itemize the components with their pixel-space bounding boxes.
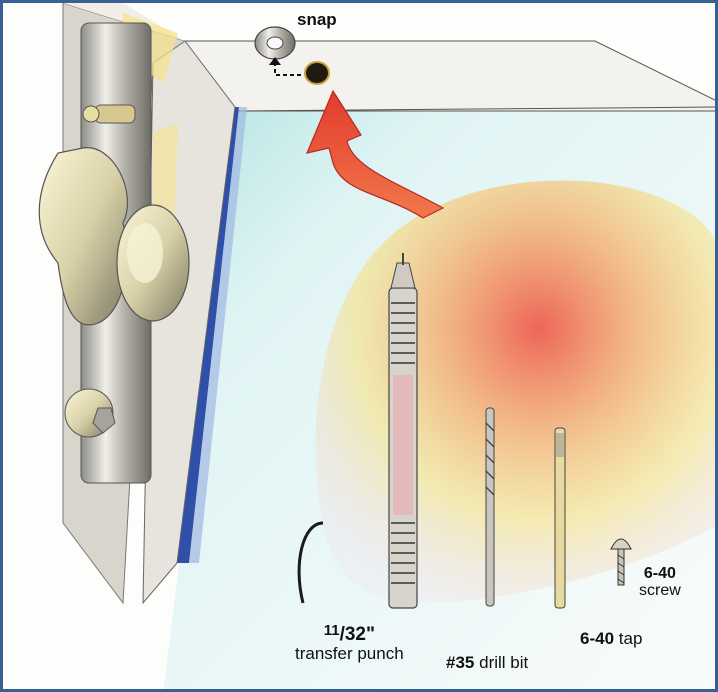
snap-fastener bbox=[255, 27, 295, 59]
illustration-canvas bbox=[3, 3, 718, 692]
label-screw: 6-40 screw bbox=[639, 566, 681, 600]
label-tap-size: 6-40 bbox=[580, 629, 614, 648]
label-tap: 6-40 tap bbox=[580, 630, 642, 648]
label-drill-size: #35 bbox=[446, 653, 474, 672]
label-tap-name: tap bbox=[619, 629, 643, 648]
label-screw-size: 6-40 bbox=[644, 565, 676, 582]
label-transfer-punch: 11/32" transfer punch bbox=[295, 623, 404, 663]
label-punch-size: 11/32" bbox=[295, 623, 404, 645]
label-screw-name: screw bbox=[639, 583, 681, 600]
label-drill-name: drill bit bbox=[479, 653, 528, 672]
tap-tool bbox=[555, 428, 565, 608]
label-drill-bit: #35 drill bit bbox=[446, 654, 528, 672]
transfer-punch bbox=[389, 253, 417, 608]
drill-bit bbox=[486, 408, 494, 606]
label-punch-name: transfer punch bbox=[295, 645, 404, 663]
label-snap: snap bbox=[297, 11, 337, 29]
